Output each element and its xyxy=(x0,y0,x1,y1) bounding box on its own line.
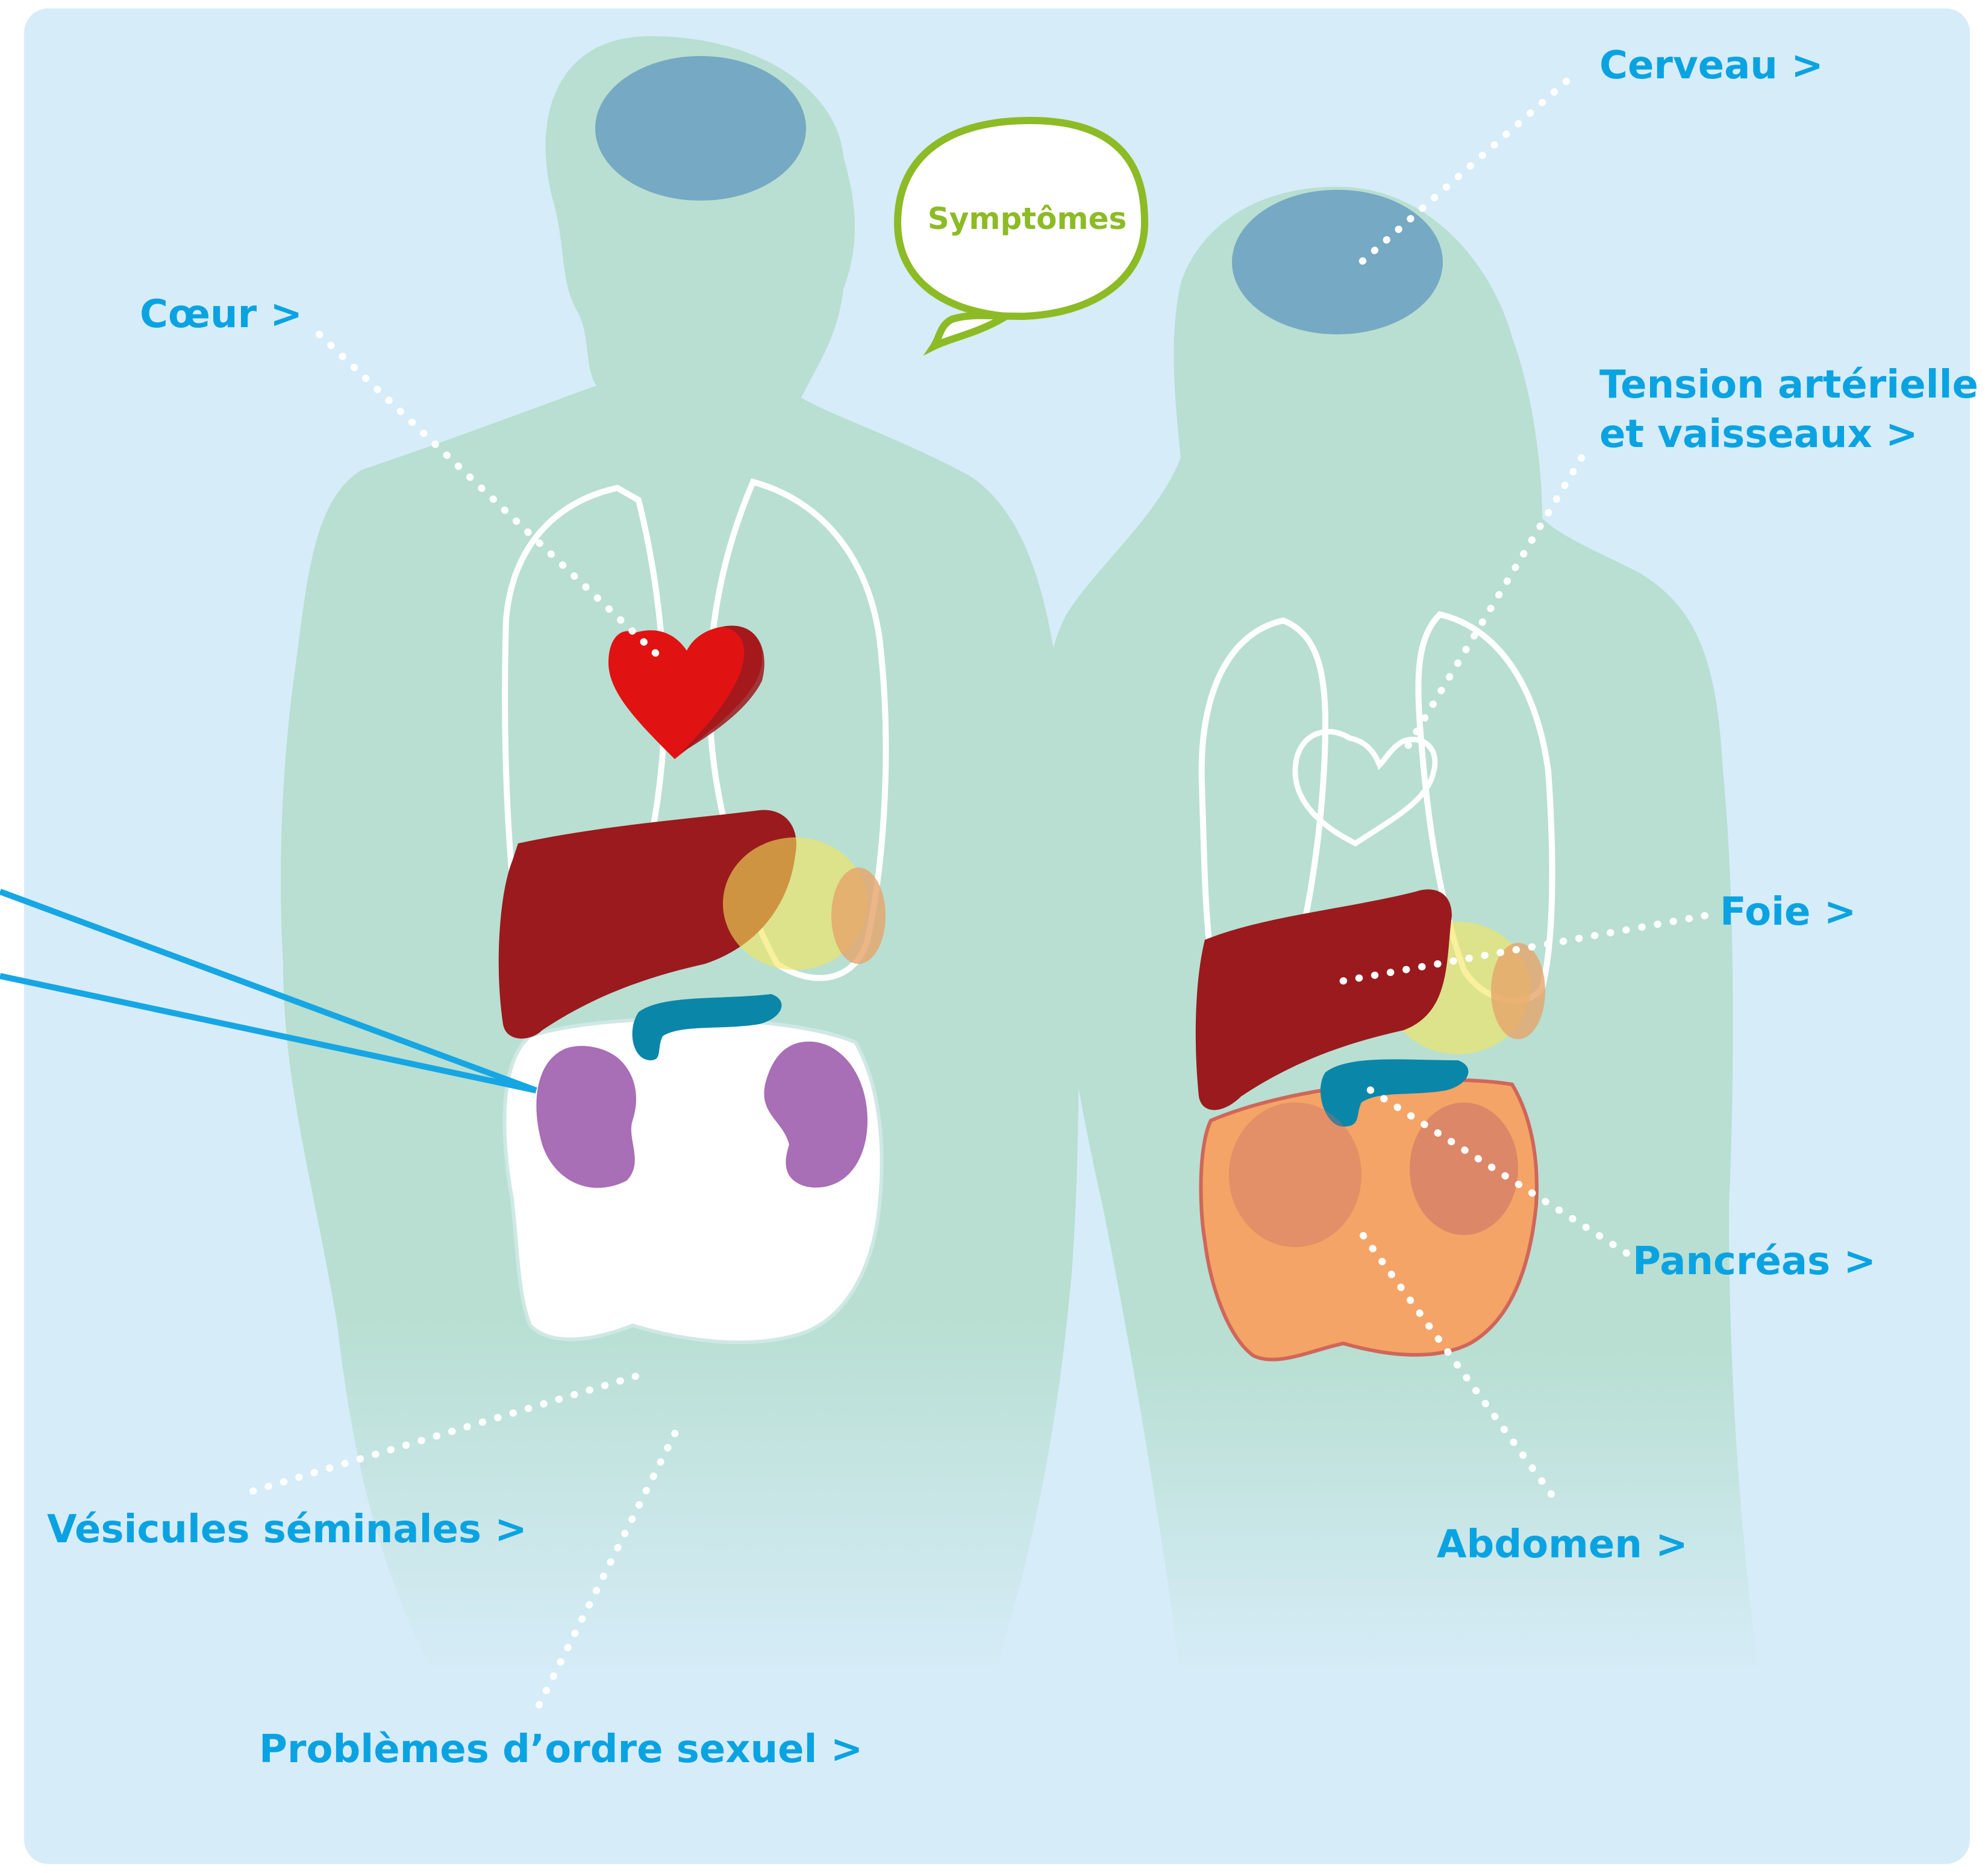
label-tension-line2[interactable]: et vaisseaux > xyxy=(1599,412,1918,457)
label-problemes[interactable]: Problèmes d’ordre sexuel > xyxy=(259,1727,863,1772)
male-spleen xyxy=(831,868,886,964)
label-coeur[interactable]: Cœur > xyxy=(140,292,302,337)
label-abdomen[interactable]: Abdomen > xyxy=(1437,1522,1688,1567)
label-cerveau[interactable]: Cerveau > xyxy=(1599,43,1824,88)
label-vesicules[interactable]: Vésicules séminales > xyxy=(47,1507,527,1552)
bubble-text: Symptômes xyxy=(928,201,1127,236)
female-brain xyxy=(1232,190,1443,334)
label-tension-line1[interactable]: Tension artérielle xyxy=(1599,363,1978,407)
label-foie[interactable]: Foie > xyxy=(1720,890,1856,934)
label-pancreas[interactable]: Pancréas > xyxy=(1633,1239,1876,1284)
male-brain xyxy=(595,56,806,201)
female-pancreas-area-2 xyxy=(1229,1102,1361,1247)
female-spleen xyxy=(1491,943,1545,1039)
